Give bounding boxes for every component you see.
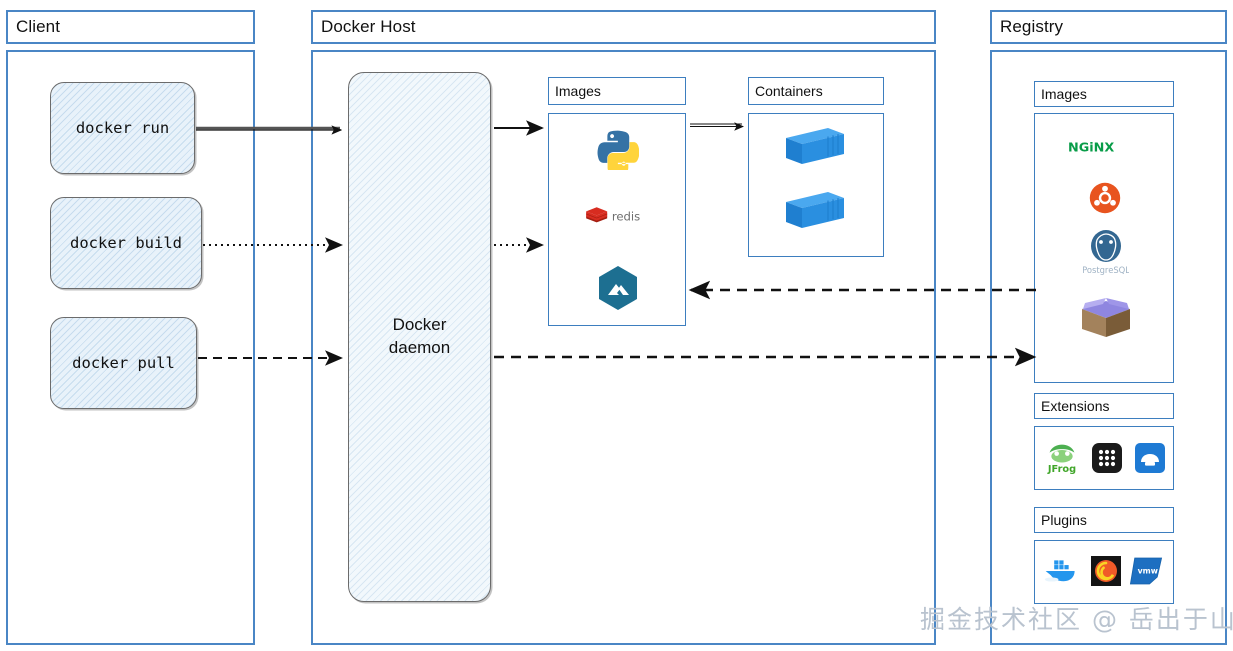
container-icon (784, 126, 846, 166)
command-box-docker-build[interactable]: docker build (50, 197, 202, 289)
panel-title-plugins: Plugins (1034, 507, 1174, 533)
snyk-logo (1135, 443, 1165, 473)
command-label-docker-run: docker run (75, 119, 170, 137)
daemon-label-line1: Docker (392, 315, 447, 335)
command-label-docker-build: docker build (70, 234, 182, 252)
daemon-label-line2: daemon (388, 338, 451, 357)
zone-label-client: Client (16, 17, 61, 36)
watermark: 掘金技术社区 @ 岳出于山 (920, 605, 1233, 634)
postgresql-logo: PostgreSQL (1083, 228, 1129, 276)
container-icon (784, 190, 846, 230)
docker-whale-logo (1044, 556, 1078, 586)
zone-title-client: Client (6, 10, 255, 44)
command-box-docker-pull[interactable]: docker pull (50, 317, 197, 409)
panel-title-host-images: Images (548, 77, 686, 105)
panel-title-extensions: Extensions (1034, 393, 1174, 419)
jfrog-logo: JFrog (1046, 441, 1078, 475)
nginx-logo: NGiNX (1068, 134, 1142, 160)
zone-label-registry: Registry (1000, 17, 1064, 36)
command-box-docker-run[interactable]: docker run (50, 82, 195, 174)
vmware-logo: vmw (1127, 556, 1165, 586)
svg-text:vmw: vmw (1138, 567, 1158, 576)
panel-label-containers: Containers (755, 83, 823, 99)
alpine-logo (596, 265, 640, 311)
grafana-logo (1091, 556, 1121, 586)
zone-label-docker-host: Docker Host (321, 17, 416, 36)
panel-label-host-images: Images (555, 83, 601, 99)
panel-label-extensions: Extensions (1041, 398, 1110, 414)
command-label-docker-pull: docker pull (72, 354, 175, 372)
zone-title-registry: Registry (990, 10, 1227, 44)
zone-title-docker-host: Docker Host (311, 10, 936, 44)
python-logo (595, 126, 641, 172)
panel-title-containers: Containers (748, 77, 884, 105)
grid-dots-icon (1092, 443, 1122, 473)
docker-daemon-box[interactable]: Docker daemon (348, 72, 491, 602)
open-box-icon (1077, 291, 1135, 341)
svg-text:NGiNX: NGiNX (1068, 140, 1114, 155)
panel-label-registry-images: Images (1041, 86, 1087, 102)
svg-text:PostgreSQL: PostgreSQL (1083, 265, 1129, 275)
svg-text:JFrog: JFrog (1047, 464, 1076, 475)
ubuntu-logo (1089, 182, 1121, 214)
panel-title-registry-images: Images (1034, 81, 1174, 107)
redis-logo: redis (585, 203, 655, 229)
svg-text:redis: redis (612, 210, 640, 224)
panel-label-plugins: Plugins (1041, 512, 1087, 528)
